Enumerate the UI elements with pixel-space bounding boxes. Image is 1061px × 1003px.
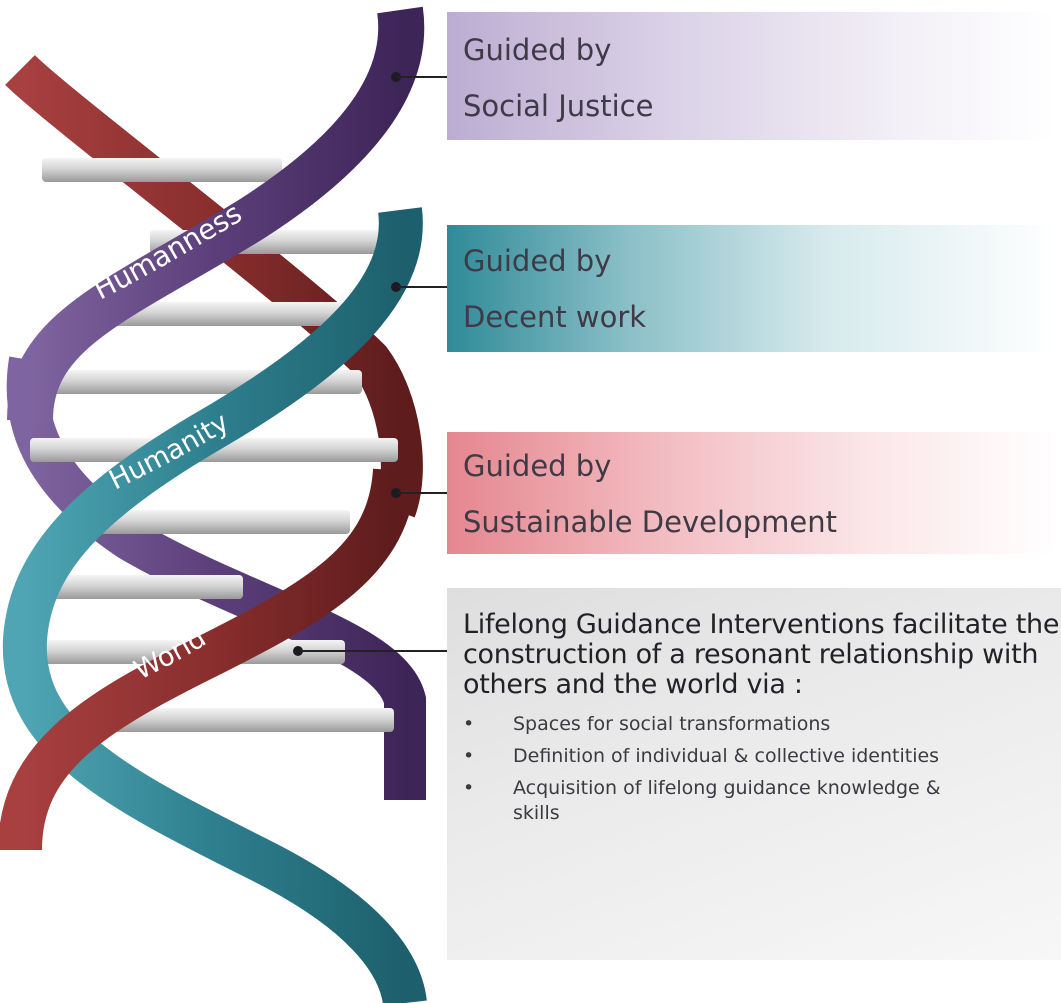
list-item: •Acquisition of lifelong guidance knowle… bbox=[463, 777, 941, 824]
list-item: •Spaces for social transformations bbox=[463, 713, 831, 735]
connector-line-lifelong bbox=[300, 650, 448, 652]
connector-line-justice bbox=[398, 76, 448, 78]
lifelong-guidance-box: Lifelong Guidance Interventions facilita… bbox=[447, 588, 1061, 960]
connector-dot-justice bbox=[391, 72, 401, 82]
connector-dot-sustain bbox=[391, 488, 401, 498]
work-line2: Decent work bbox=[463, 300, 647, 334]
bullet-icon: • bbox=[463, 777, 475, 799]
purple-strand bbox=[7, 6, 425, 421]
lifelong-intro: Lifelong Guidance Interventions facilita… bbox=[463, 609, 1060, 700]
purple-strand-back bbox=[6, 356, 426, 800]
bullet-icon: • bbox=[463, 713, 475, 735]
decent-work-box: Guided by Decent work bbox=[447, 225, 1057, 352]
teal-strand bbox=[2, 207, 427, 1003]
connector-dot-lifelong bbox=[293, 646, 303, 656]
dna-helix-graphic: Humanness Humanity World bbox=[0, 6, 427, 1003]
connector-dot-work bbox=[391, 282, 401, 292]
lifelong-bullet-list: •Spaces for social transformations •Defi… bbox=[447, 712, 1061, 826]
sustain-line2: Sustainable Development bbox=[463, 505, 837, 539]
red-strand bbox=[0, 468, 417, 851]
work-line1: Guided by bbox=[463, 244, 612, 278]
list-item: •Definition of individual & collective i… bbox=[463, 745, 940, 767]
social-justice-box: Guided by Social Justice bbox=[447, 12, 1057, 140]
connector-line-sustain bbox=[398, 492, 448, 494]
justice-line2: Social Justice bbox=[463, 89, 654, 123]
sustainable-development-box: Guided by Sustainable Development bbox=[447, 432, 1057, 554]
bullet-icon: • bbox=[463, 745, 475, 767]
connector-line-work bbox=[398, 286, 448, 288]
justice-line1: Guided by bbox=[463, 33, 612, 67]
sustain-line1: Guided by bbox=[463, 449, 612, 483]
